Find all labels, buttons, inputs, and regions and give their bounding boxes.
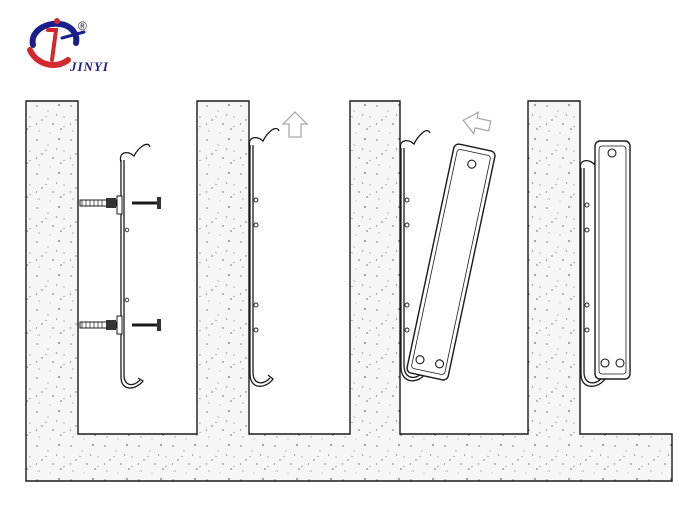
wall-bracket	[248, 127, 280, 387]
step-3-hang-tilted	[399, 111, 496, 382]
brand-name: JINYI	[69, 59, 109, 74]
radiator-panel	[594, 140, 631, 380]
brand-logo: JINYI ®	[27, 18, 109, 74]
arrow-left-icon	[462, 111, 492, 136]
radiator-panel	[406, 143, 496, 381]
screw	[132, 319, 161, 331]
registered-mark: ®	[78, 19, 87, 33]
arrow-up-icon	[281, 111, 309, 138]
wall-plug	[79, 320, 117, 330]
wall-bracket	[116, 143, 151, 389]
step-1-fix-brackets	[79, 143, 161, 389]
screw	[132, 197, 161, 209]
wall-plug	[79, 198, 117, 208]
logo-mark-icon	[27, 18, 86, 68]
step-2-lift-up	[248, 111, 309, 387]
concrete-wall	[25, 100, 673, 482]
step-4-mounted	[579, 140, 631, 387]
